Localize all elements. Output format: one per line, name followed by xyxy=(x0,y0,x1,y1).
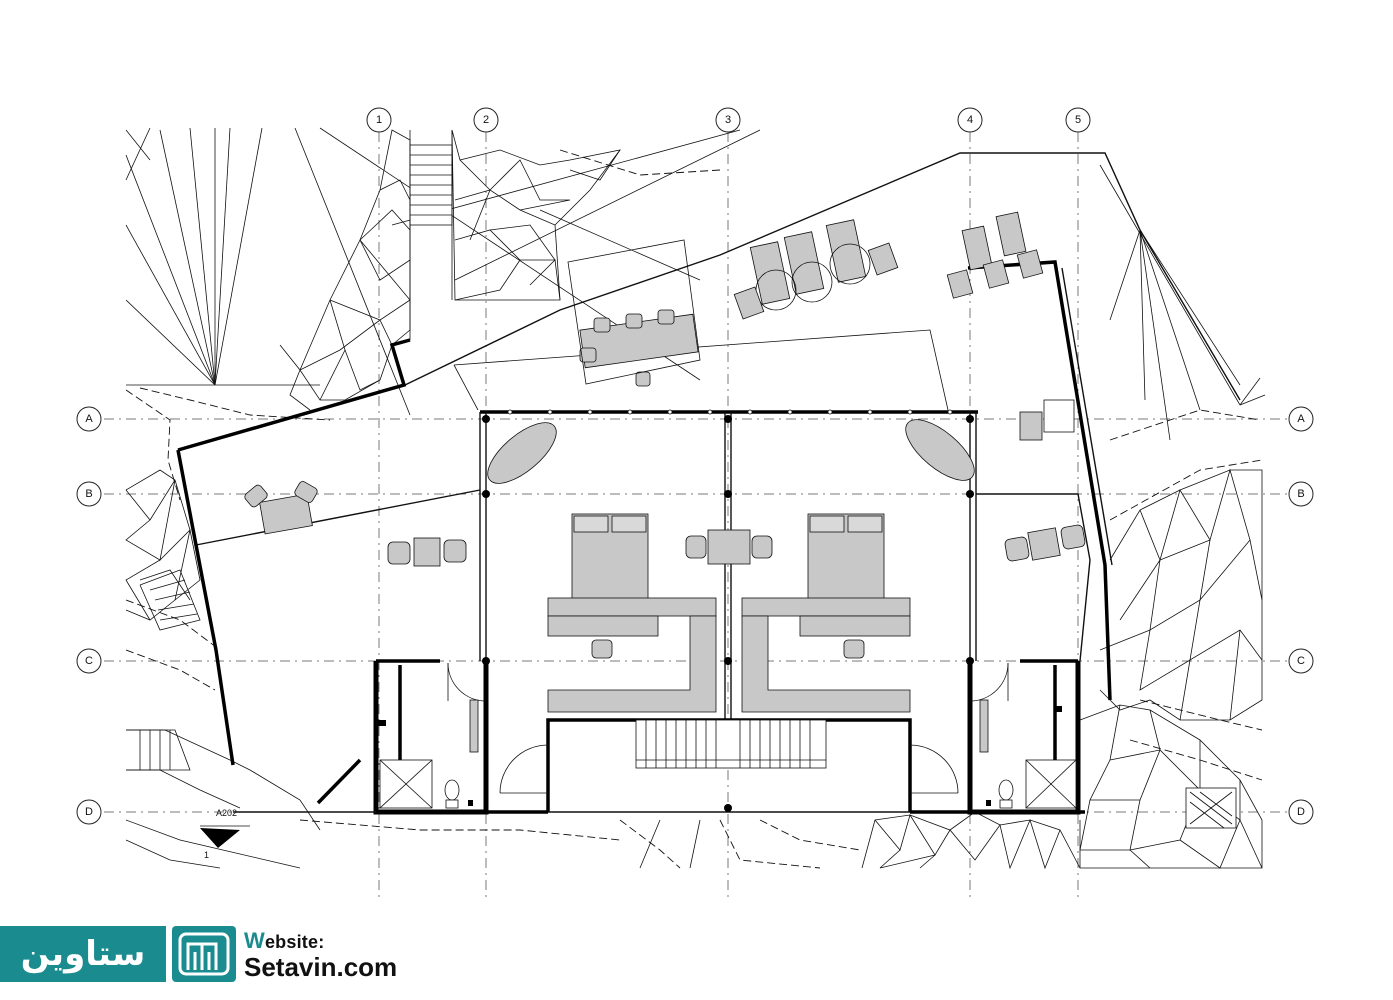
svg-text:2: 2 xyxy=(483,114,489,126)
svg-text:D: D xyxy=(85,806,93,818)
grid-bubble-2: 2 xyxy=(473,107,499,133)
svg-text:1: 1 xyxy=(376,114,382,126)
brand-website[interactable]: Website: Setavin.com xyxy=(244,928,397,983)
grid-bubble-a-left: A xyxy=(76,406,102,432)
furniture xyxy=(244,211,1237,829)
section-ref-label: A202 xyxy=(216,808,237,818)
columns xyxy=(482,415,974,812)
website-label: Website: xyxy=(244,928,325,953)
doors xyxy=(316,662,1009,805)
brand-footer: ستاوین Website: Setavin.com xyxy=(0,920,420,992)
grid-bubble-5: 5 xyxy=(1065,107,1091,133)
svg-text:5: 5 xyxy=(1075,114,1081,126)
grid-bubble-a-right: A xyxy=(1288,406,1314,432)
svg-text:A: A xyxy=(85,413,93,425)
section-num-label: 1 xyxy=(204,850,209,860)
rock-mesh xyxy=(125,129,1263,870)
website-url[interactable]: Setavin.com xyxy=(244,952,398,982)
brand-persian-name: ستاوین xyxy=(20,934,146,974)
grid-bubble-c-right: C xyxy=(1288,648,1314,674)
svg-text:4: 4 xyxy=(967,114,973,126)
svg-text:D: D xyxy=(1297,806,1305,818)
column-grid-bubbles: 1 2 3 4 5 xyxy=(366,107,1091,133)
section-marker: A202 1 xyxy=(200,808,250,860)
brand-persian-logo: ستاوین xyxy=(0,926,166,982)
grid-bubble-4: 4 xyxy=(957,107,983,133)
grid-bubble-d-left: D xyxy=(76,799,102,825)
svg-text:3: 3 xyxy=(725,114,731,126)
grid-bubble-c-left: C xyxy=(76,648,102,674)
brand-icon xyxy=(172,926,236,982)
grid-bubble-b-left: B xyxy=(76,481,102,507)
brand-mark-icon xyxy=(178,932,230,976)
svg-text:B: B xyxy=(85,488,92,500)
svg-text:A: A xyxy=(1297,413,1305,425)
row-grid-bubbles: A B C D A B C D xyxy=(76,406,1314,825)
grid-bubble-3: 3 xyxy=(715,107,741,133)
grid-bubble-d-right: D xyxy=(1288,799,1314,825)
stairs xyxy=(126,130,827,771)
svg-text:C: C xyxy=(85,655,93,667)
svg-text:C: C xyxy=(1297,655,1305,667)
grid-bubble-b-right: B xyxy=(1288,481,1314,507)
grid-bubble-1: 1 xyxy=(366,107,392,133)
svg-text:B: B xyxy=(1297,488,1304,500)
